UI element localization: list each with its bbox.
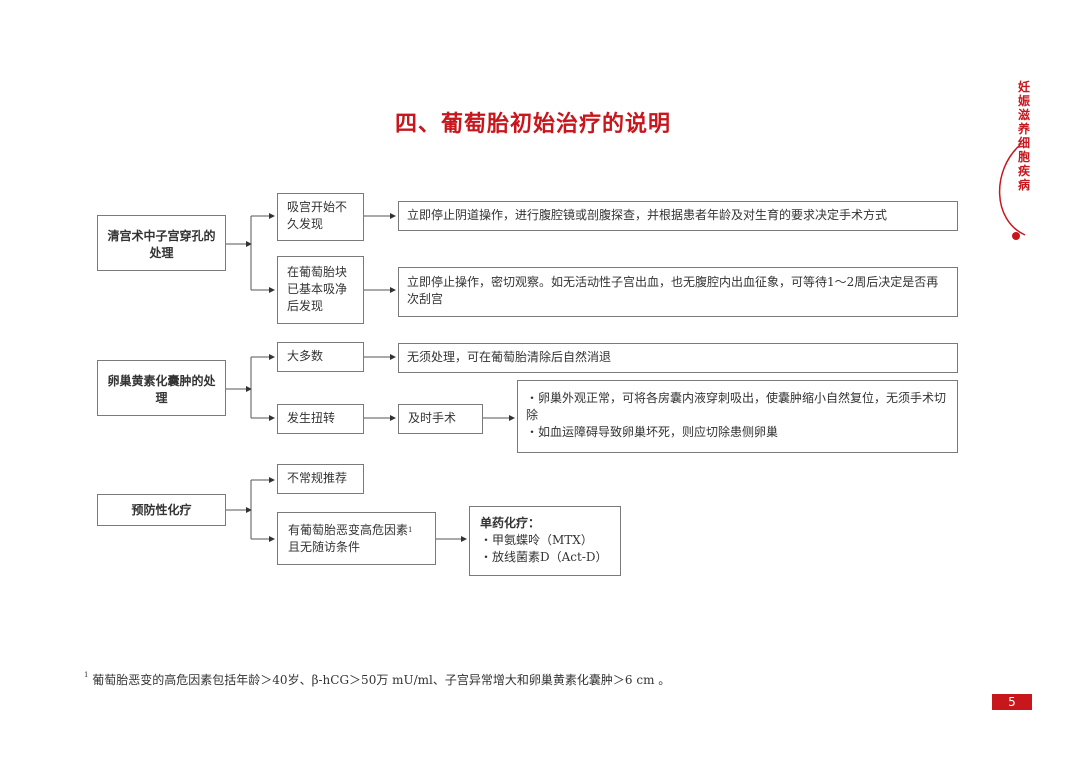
prophylactic-not-recommended-box: 不常规推荐 <box>277 464 364 494</box>
list-item: ・卵巢外观正常，可将各房囊内液穿刺吸出，使囊肿缩小自然复位，无须手术切除 <box>526 391 947 422</box>
perforation-late-result: 立即停止操作，密切观察。如无活动性子宫出血，也无腹腔内出血征象，可等待1～2周后… <box>398 267 958 317</box>
list-item: ・放线菌素D（Act-D） <box>480 550 608 564</box>
prophylactic-category-box: 预防性化疗 <box>97 494 226 526</box>
page-number: 5 <box>992 694 1032 710</box>
ovarian-majority-result: 无须处理，可在葡萄胎清除后自然消退 <box>398 343 958 373</box>
side-chapter-title: 妊 娠 滋 养 细 胞 疾 病 <box>1017 80 1030 192</box>
ovarian-majority-box: 大多数 <box>277 342 364 372</box>
perforation-early-box: 吸宫开始不久发现 <box>277 193 364 241</box>
regimen-title: 单药化疗： <box>480 516 541 530</box>
ovarian-category-box: 卵巢黄素化囊肿的处理 <box>97 360 226 416</box>
perforation-late-box: 在葡萄胎块已基本吸净后发现 <box>277 256 364 324</box>
perforation-category-box: 清宫术中子宫穿孔的处理 <box>97 215 226 271</box>
ovarian-surgery-result: ・卵巢外观正常，可将各房囊内液穿刺吸出，使囊肿缩小自然复位，无须手术切除 ・如血… <box>517 380 958 453</box>
prophylactic-high-risk-box: 有葡萄胎恶变高危因素1 且无随访条件 <box>277 512 436 565</box>
side-decoration-arc <box>998 144 1026 240</box>
list-item: ・甲氨蝶呤（MTX） <box>480 533 593 547</box>
ovarian-torsion-box: 发生扭转 <box>277 404 364 434</box>
page-title: 四、葡萄胎初始治疗的说明 <box>395 112 672 137</box>
ovarian-surgery-box: 及时手术 <box>398 404 483 434</box>
perforation-early-result: 立即停止阴道操作，进行腹腔镜或剖腹探查，并根据患者年龄及对生育的要求决定手术方式 <box>398 201 958 231</box>
list-item: ・如血运障碍导致卵巢坏死，则应切除患侧卵巢 <box>526 425 779 439</box>
regimen-box: 单药化疗： ・甲氨蝶呤（MTX） ・放线菌素D（Act-D） <box>469 506 621 576</box>
footnote: 1 葡萄胎恶变的高危因素包括年龄＞40岁、β-hCG＞50万 mU/ml、子宫异… <box>84 671 671 687</box>
